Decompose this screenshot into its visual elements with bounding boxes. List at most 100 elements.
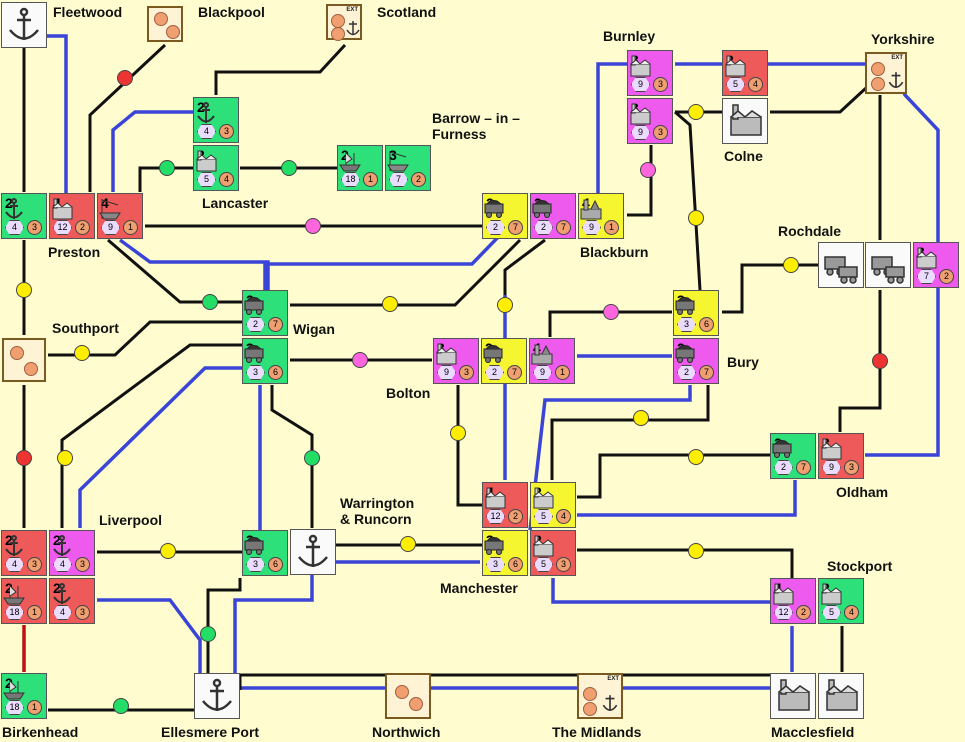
link-red-node[interactable] xyxy=(872,353,888,369)
rail-link[interactable] xyxy=(577,548,794,578)
link-yellow-node[interactable] xyxy=(497,297,513,313)
bury-coal2-tile[interactable]: 227 xyxy=(673,338,719,384)
rail-link[interactable] xyxy=(838,290,882,432)
link-yellow-node[interactable] xyxy=(450,425,466,441)
rochdale-empty-coal2[interactable] xyxy=(865,242,911,288)
wigan-coal1-tile[interactable]: 227 xyxy=(242,290,288,336)
manchester-mill1-tile[interactable]: 4122 xyxy=(482,482,528,528)
canal-link[interactable] xyxy=(577,480,797,517)
link-green-node[interactable] xyxy=(200,626,216,642)
link-yellow-node[interactable] xyxy=(160,543,176,559)
link-green-node[interactable] xyxy=(304,450,320,466)
wigan-coal2-tile[interactable]: 336 xyxy=(242,338,288,384)
rochdale-empty-coal1[interactable] xyxy=(818,242,864,288)
southport-merchant[interactable] xyxy=(2,338,46,382)
warrington-coal-tile[interactable]: 336 xyxy=(242,530,288,576)
link-yellow-node[interactable] xyxy=(783,257,799,273)
rail-link[interactable] xyxy=(577,453,770,499)
link-magenta-node[interactable] xyxy=(603,304,619,320)
rail-link[interactable] xyxy=(722,263,818,314)
colne-empty-mill[interactable] xyxy=(722,98,768,144)
rail-link[interactable] xyxy=(107,238,242,304)
burnley-mill1-tile[interactable]: 393 xyxy=(627,50,673,96)
link-yellow-node[interactable] xyxy=(688,210,704,226)
rail-link[interactable] xyxy=(290,238,522,307)
blackpool-merchant[interactable] xyxy=(147,6,183,42)
burnley-mill2-tile[interactable]: 393 xyxy=(627,98,673,144)
midlands-merchant[interactable]: EXT xyxy=(577,673,623,719)
canal-link[interactable] xyxy=(263,228,507,290)
preston-mill-tile[interactable]: 4122 xyxy=(49,193,95,239)
scotland-merchant[interactable]: EXT xyxy=(326,4,362,41)
oldham-mill-tile[interactable]: 393 xyxy=(818,433,864,479)
oldham-coal-tile[interactable]: 227 xyxy=(770,433,816,479)
canal-link[interactable] xyxy=(45,34,68,215)
rail-link[interactable] xyxy=(270,385,314,528)
link-red-node[interactable] xyxy=(16,450,32,466)
rail-link[interactable] xyxy=(550,385,710,480)
blackburn-iron-tile[interactable]: 491 xyxy=(578,193,624,239)
stockport-mill1-tile[interactable]: 4122 xyxy=(770,578,816,624)
link-yellow-node[interactable] xyxy=(74,345,90,361)
canal-link[interactable] xyxy=(551,578,770,604)
rail-link[interactable] xyxy=(214,43,347,95)
rail-link[interactable] xyxy=(88,43,167,192)
link-green-node[interactable] xyxy=(281,160,297,176)
link-green-node[interactable] xyxy=(159,160,175,176)
link-yellow-node[interactable] xyxy=(688,449,704,465)
link-green-node[interactable] xyxy=(113,698,129,714)
link-yellow-node[interactable] xyxy=(400,536,416,552)
blackburn-coal2-tile[interactable]: 227 xyxy=(530,193,576,239)
canal-link[interactable] xyxy=(118,238,270,290)
link-green-node[interactable] xyxy=(202,294,218,310)
lancaster-mill-tile[interactable]: 254 xyxy=(193,145,239,191)
link-yellow-node[interactable] xyxy=(688,104,704,120)
canal-link[interactable] xyxy=(78,366,242,528)
rochdale-mill-tile[interactable]: 372 xyxy=(913,242,959,288)
canal-link[interactable] xyxy=(596,62,627,195)
link-red-node[interactable] xyxy=(117,70,133,86)
manchester-mill2-tile[interactable]: 254 xyxy=(530,482,576,528)
warrington-port[interactable] xyxy=(290,529,336,575)
canal-link[interactable] xyxy=(97,598,202,690)
bolton-iron-tile[interactable]: 491 xyxy=(529,338,575,384)
link-magenta-node[interactable] xyxy=(640,162,656,178)
rail-link[interactable] xyxy=(456,385,482,507)
canal-link[interactable] xyxy=(111,110,216,192)
link-yellow-node[interactable] xyxy=(633,410,649,426)
rail-link[interactable] xyxy=(770,86,868,114)
manchester-mill3-tile[interactable]: 253 xyxy=(530,530,576,576)
burnley-mill3-tile[interactable]: 254 xyxy=(722,50,768,96)
stockport-mill2-tile[interactable]: 254 xyxy=(818,578,864,624)
northwich-merchant[interactable] xyxy=(385,673,431,719)
blackburn-coal1-tile[interactable]: 227 xyxy=(482,193,528,239)
macclesfield-empty-mill2[interactable] xyxy=(818,673,864,719)
rail-link[interactable] xyxy=(548,310,672,337)
link-yellow-node[interactable] xyxy=(16,282,32,298)
manchester-coal-tile[interactable]: 336 xyxy=(482,530,528,576)
rail-link[interactable] xyxy=(60,343,242,528)
ellesmere-port[interactable] xyxy=(194,673,240,719)
rail-link[interactable] xyxy=(138,166,194,192)
link-yellow-node[interactable] xyxy=(57,450,73,466)
canal-link[interactable] xyxy=(528,385,692,531)
macclesfield-empty-mill1[interactable] xyxy=(770,673,816,719)
link-magenta-node[interactable] xyxy=(305,218,321,234)
rail-link[interactable] xyxy=(627,145,653,217)
link-yellow-node[interactable] xyxy=(688,543,704,559)
fleetwood-port[interactable] xyxy=(1,2,47,48)
link-magenta-node[interactable] xyxy=(352,352,368,368)
bolton-mill-tile[interactable]: 393 xyxy=(433,338,479,384)
link-yellow-node[interactable] xyxy=(382,296,398,312)
canal-link[interactable] xyxy=(233,550,314,690)
